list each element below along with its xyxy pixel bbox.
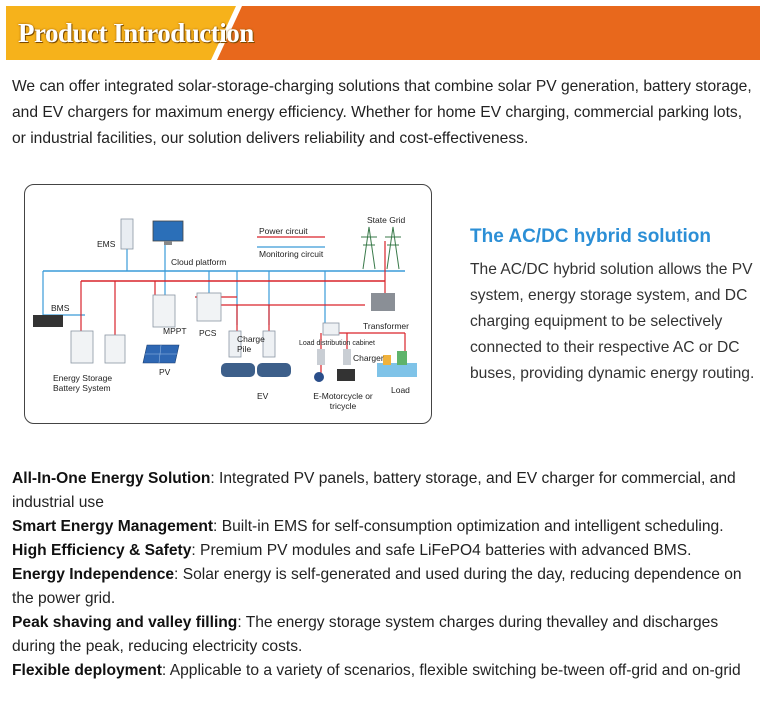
battery-cabinet-icon — [70, 330, 94, 364]
ev-car-icon — [257, 363, 291, 377]
feature-item: Flexible deployment: Applicable to a var… — [12, 659, 760, 683]
charge-pile-icon — [262, 330, 276, 358]
feature-title: Flexible deployment — [12, 662, 162, 679]
feature-title: Energy Independence — [12, 566, 175, 583]
label-charger: Charger — [353, 353, 384, 363]
ems-icon — [120, 218, 134, 250]
city-load-icon — [377, 363, 417, 377]
feature-item: Peak shaving and valley filling: The ene… — [12, 611, 760, 659]
ev-car-icon — [221, 363, 255, 377]
label-cloud-platform: Cloud platform — [171, 257, 227, 267]
feature-text: : Built-in EMS for self-consumption opti… — [213, 518, 724, 535]
label-pv: PV — [159, 367, 171, 377]
feature-title: Peak shaving and valley filling — [12, 614, 238, 631]
label-mppt: MPPT — [163, 326, 187, 336]
charger-icon — [317, 349, 325, 365]
e-motorcycle-icon — [314, 372, 324, 382]
feature-list: All-In-One Energy Solution: Integrated P… — [12, 467, 760, 683]
label-ems: EMS — [97, 239, 116, 249]
charger-icon — [343, 349, 351, 365]
system-diagram: Power circuit Monitoring circuit State G… — [24, 184, 432, 424]
feature-item: All-In-One Energy Solution: Integrated P… — [12, 467, 760, 515]
feature-text: : Integrated PV panels, battery storage,… — [12, 470, 736, 511]
mppt-icon — [152, 294, 176, 328]
section-banner: Product Introduction — [6, 6, 760, 60]
monitor-icon — [152, 220, 184, 242]
feature-item: Energy Independence: Solar energy is sel… — [12, 563, 760, 611]
label-ev: EV — [257, 391, 269, 401]
bms-icon — [33, 315, 63, 327]
feature-title: All-In-One Energy Solution — [12, 470, 211, 487]
feature-text: : The energy storage system charges duri… — [12, 614, 719, 655]
pcs-icon — [196, 292, 222, 322]
legend-power-circuit: Power circuit — [259, 226, 308, 236]
feature-text: : Premium PV modules and safe LiFePO4 ba… — [191, 542, 692, 559]
label-bms: BMS — [51, 303, 70, 313]
legend-monitoring-circuit: Monitoring circuit — [259, 249, 324, 259]
feature-text: : Solar energy is self-generated and use… — [12, 566, 742, 607]
load-cabinet-icon — [322, 322, 340, 336]
transformer-icon — [371, 293, 395, 311]
label-energy-storage: Energy Storage Battery System — [53, 373, 113, 393]
grid-tower-icon — [361, 226, 401, 270]
feature-item: Smart Energy Management: Built-in EMS fo… — [12, 515, 760, 539]
diagram-lines — [33, 218, 417, 382]
charge-pile-icon — [228, 330, 242, 358]
intro-paragraph: We can offer integrated solar-storage-ch… — [12, 78, 752, 147]
feature-text: : Applicable to a variety of scenarios, … — [161, 662, 741, 679]
battery-cabinet-icon — [104, 334, 126, 364]
feature-title: High Efficiency & Safety — [12, 542, 192, 559]
label-load: Load — [391, 385, 410, 395]
feature-title: Smart Energy Management — [12, 518, 214, 535]
label-pcs: PCS — [199, 328, 217, 338]
side-description: The AC/DC hybrid solution allows the PV … — [470, 261, 755, 382]
label-charge-pile: Charge Pile — [237, 334, 265, 354]
label-transformer: Transformer — [363, 321, 409, 331]
tricycle-icon — [337, 369, 355, 381]
side-title: The AC/DC hybrid solution — [470, 226, 712, 247]
banner-title: Product Introduction — [18, 18, 254, 48]
label-load-cabinet: Load distribution cabinet — [299, 340, 375, 347]
banner-background — [6, 6, 760, 60]
label-state-grid: State Grid — [367, 215, 406, 225]
label-e-motorcycle: E-Motorcycle or tricycle — [313, 391, 373, 411]
feature-item: High Efficiency & Safety: Premium PV mod… — [12, 539, 760, 563]
